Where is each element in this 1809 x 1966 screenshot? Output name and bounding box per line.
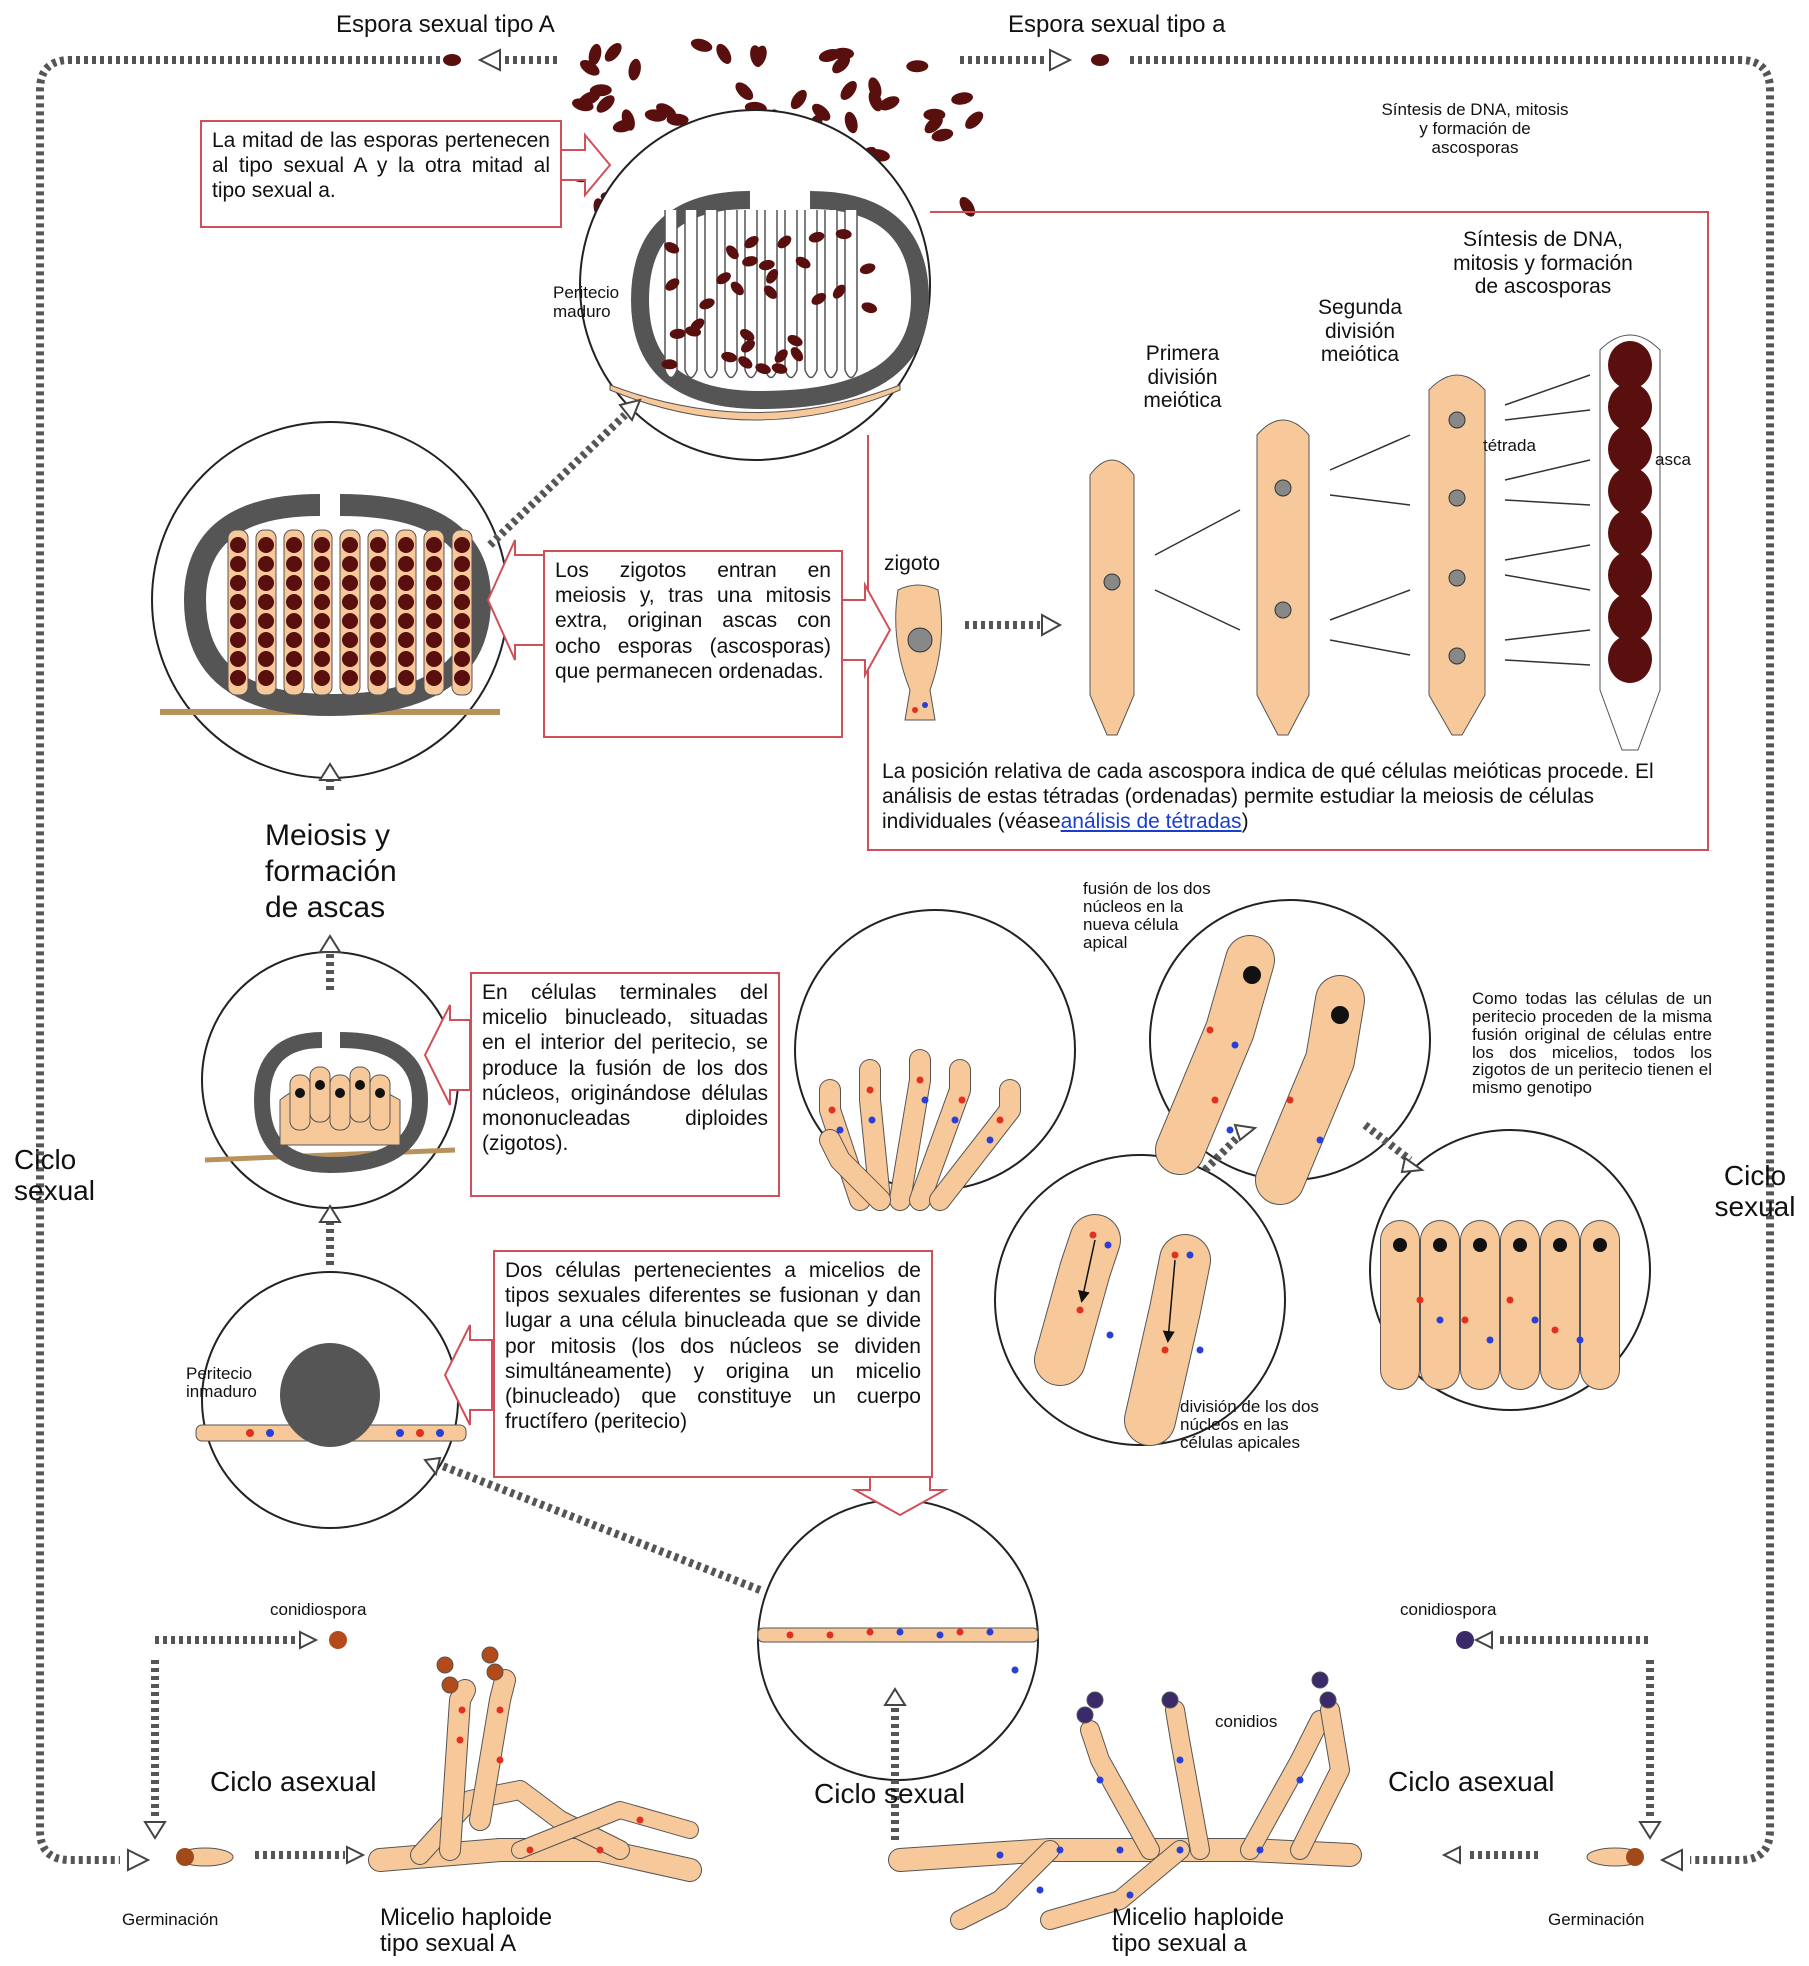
- callout-half-spores: La mitad de las esporas pertenecen al ti…: [200, 120, 562, 228]
- label-tetrada: tétrada: [1483, 436, 1536, 455]
- label-zigoto: zigoto: [884, 552, 940, 576]
- label-micelio-a: Micelio haploide tipo sexual a: [1112, 1905, 1312, 1958]
- label-same-genotype: Como todas las células de un peritecio p…: [1472, 990, 1712, 1097]
- tetrad-note: La posición relativa de cada ascospora i…: [882, 760, 1697, 834]
- label-second-division: Segunda división meiótica: [1300, 296, 1420, 367]
- tetrad-note-close: ): [1242, 810, 1249, 833]
- peritecium-asci: [152, 422, 508, 778]
- tetrad-note-text: La posición relativa de cada ascospora i…: [882, 760, 1654, 833]
- callout-two-cells: Dos células pertenecientes a micelios de…: [493, 1250, 933, 1478]
- label-spore-A: Espora sexual tipo A: [336, 12, 555, 39]
- label-first-division: Primera división meiótica: [1120, 342, 1245, 413]
- tetrad-analysis-link[interactable]: análisis de tétradas: [1061, 810, 1242, 833]
- label-ciclo-asexual-left: Ciclo asexual: [210, 1766, 377, 1797]
- label-ciclo-sexual-bottom: Ciclo sexual: [814, 1778, 965, 1809]
- label-fusion-nuclei: fusión de los dos núcleos en la nueva cé…: [1083, 880, 1218, 951]
- label-synthesis-top: Síntesis de DNA, mitosis y formación de …: [1375, 100, 1575, 157]
- label-division-nuclei: división de los dos núcleos en las célul…: [1180, 1398, 1320, 1452]
- label-synthesis: Síntesis de DNA, mitosis y formación de …: [1448, 228, 1638, 299]
- label-peritecio-maduro: Peritecio maduro: [553, 284, 633, 321]
- label-germinacion-left: Germinación: [122, 1910, 218, 1929]
- callout-terminal-cells: En células terminales del micelio binucl…: [470, 972, 780, 1197]
- label-conidiospora-right: conidiospora: [1400, 1600, 1496, 1619]
- label-meiosis-ascas: Meiosis y formación de ascas: [265, 818, 425, 926]
- peritecium-zygotes: [202, 952, 458, 1208]
- callout-zygotes-meiosis: Los zigotos entran en meiosis y, tras un…: [543, 550, 843, 738]
- label-spore-a: Espora sexual tipo a: [1008, 12, 1225, 39]
- spore-a-marker: [443, 54, 461, 66]
- label-germinacion-right: Germinación: [1548, 1910, 1644, 1929]
- label-ciclo-sexual-left: Ciclo sexual: [14, 1144, 114, 1207]
- label-micelio-A: Micelio haploide tipo sexual A: [380, 1905, 580, 1958]
- label-conidios: conidios: [1215, 1712, 1277, 1731]
- label-asca: asca: [1655, 450, 1691, 469]
- label-ciclo-asexual-right: Ciclo asexual: [1388, 1766, 1555, 1797]
- label-peritecio-inmaduro: Peritecio inmaduro: [186, 1365, 276, 1401]
- label-conidiospora-left: conidiospora: [270, 1600, 366, 1619]
- label-ciclo-sexual-right: Ciclo sexual: [1705, 1160, 1805, 1223]
- fusion-circle: [758, 1500, 1038, 1780]
- meiosis-sequence: [896, 335, 1660, 750]
- spore-A-marker: [1091, 54, 1109, 66]
